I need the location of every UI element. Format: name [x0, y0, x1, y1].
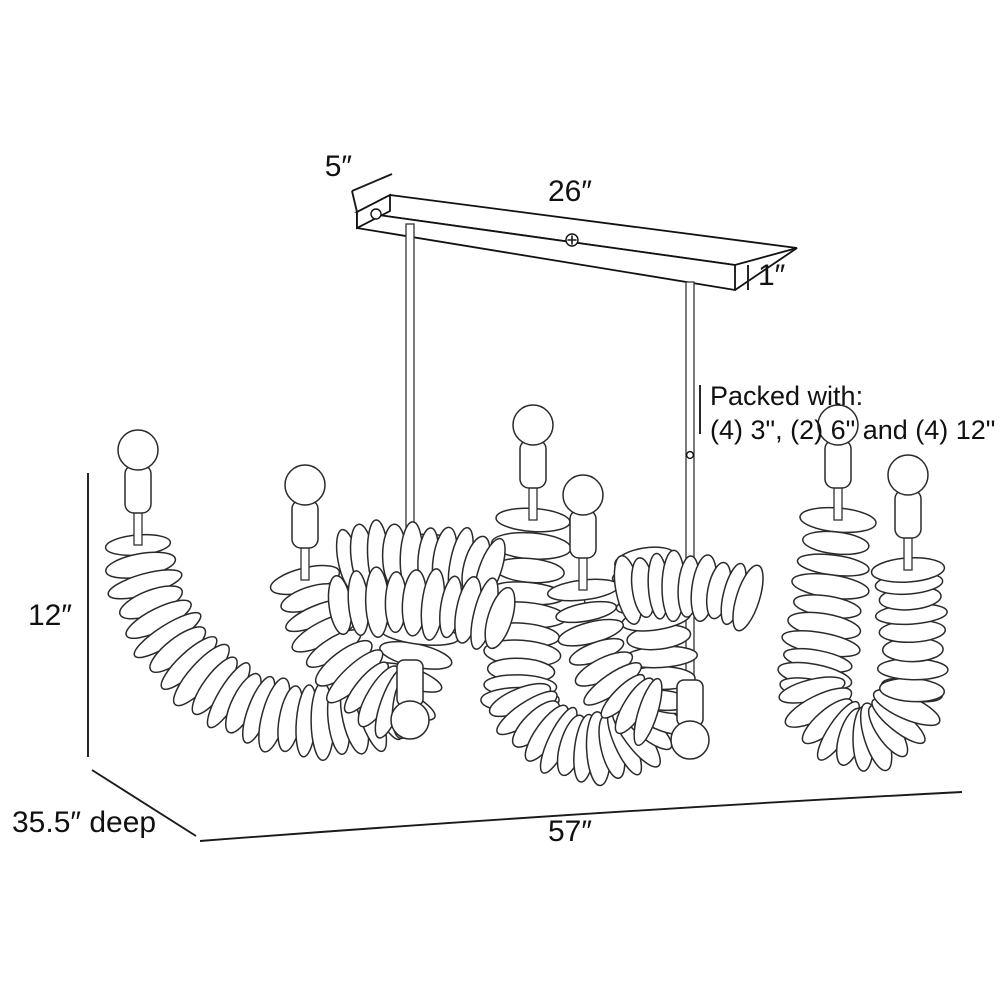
pendant-socket [396, 659, 424, 707]
dim-line-overall-width [199, 791, 963, 842]
disc-bead [802, 530, 870, 556]
disc-arm [546, 578, 663, 747]
bulb-stem [578, 555, 588, 591]
rod-left [405, 223, 415, 547]
bulb-center-upper [512, 404, 554, 521]
bulb-socket [569, 509, 597, 559]
disc-bead [484, 586, 516, 650]
disc-bead [732, 564, 764, 632]
chandelier-body [104, 506, 949, 787]
canopy-right-edge [734, 247, 798, 291]
dim-line-overall-depth [91, 769, 197, 837]
bulb-right-inner [817, 404, 859, 521]
canopy-screw-left [370, 208, 382, 220]
disc-arm [870, 557, 949, 703]
disc-arm [327, 566, 516, 650]
dim-label-canopy-length: 26″ [548, 175, 592, 208]
dim-line-depth-5 [351, 173, 393, 192]
bulb-left-inner [284, 464, 326, 581]
bulb-socket [824, 439, 852, 489]
bulb-stem [133, 510, 143, 546]
bulb-center-lower [562, 474, 604, 591]
bulb-globe [117, 429, 159, 471]
bulb-socket [291, 499, 319, 549]
bulb-stem [528, 485, 538, 521]
pendant-globe [390, 700, 430, 740]
packed-note-title: Packed with: [710, 381, 863, 411]
disc-arm [613, 549, 764, 632]
bulb-socket [894, 489, 922, 539]
bulb-globe [562, 474, 604, 516]
disc-bead [633, 677, 663, 747]
bulb-stem [300, 545, 310, 581]
dim-label-overall-depth: 35.5″ deep [12, 806, 156, 839]
dimension-annotations: 5″ 26″ 1″ 12″ 35.5″ deep 57″ Packed with… [12, 150, 995, 848]
dim-label-canopy-depth: 5″ [325, 150, 353, 183]
bulb-globe [284, 464, 326, 506]
pendant-globe [670, 720, 710, 760]
canopy-screw-center-slot [567, 235, 577, 245]
bulb-globe [817, 404, 859, 446]
bulb-globe [887, 454, 929, 496]
bulb-socket [519, 439, 547, 489]
dim-label-fixture-height: 12″ [28, 599, 72, 632]
rod-right-joint-upper [685, 450, 695, 460]
packed-note-detail: (4) 3", (2) 6" and (4) 12" [710, 415, 995, 445]
bulb-layer [117, 404, 929, 760]
disc-bead [555, 600, 618, 624]
dim-label-canopy-height: 1″ [758, 259, 786, 292]
disc-arm [104, 533, 423, 762]
dim-ext-depth-5 [351, 190, 358, 213]
bulb-globe [512, 404, 554, 446]
pendant-bulb-left [390, 659, 430, 740]
pendant-socket [676, 679, 704, 727]
bulb-stem [833, 485, 843, 521]
bulb-right-outer [887, 454, 929, 571]
bulb-stem [903, 535, 913, 571]
pendant-bulb-right [670, 679, 710, 760]
dim-label-overall-width: 57″ [548, 815, 592, 848]
canopy-assembly [354, 193, 798, 292]
bulb-left-outer [117, 429, 159, 546]
bulb-socket [124, 464, 152, 514]
